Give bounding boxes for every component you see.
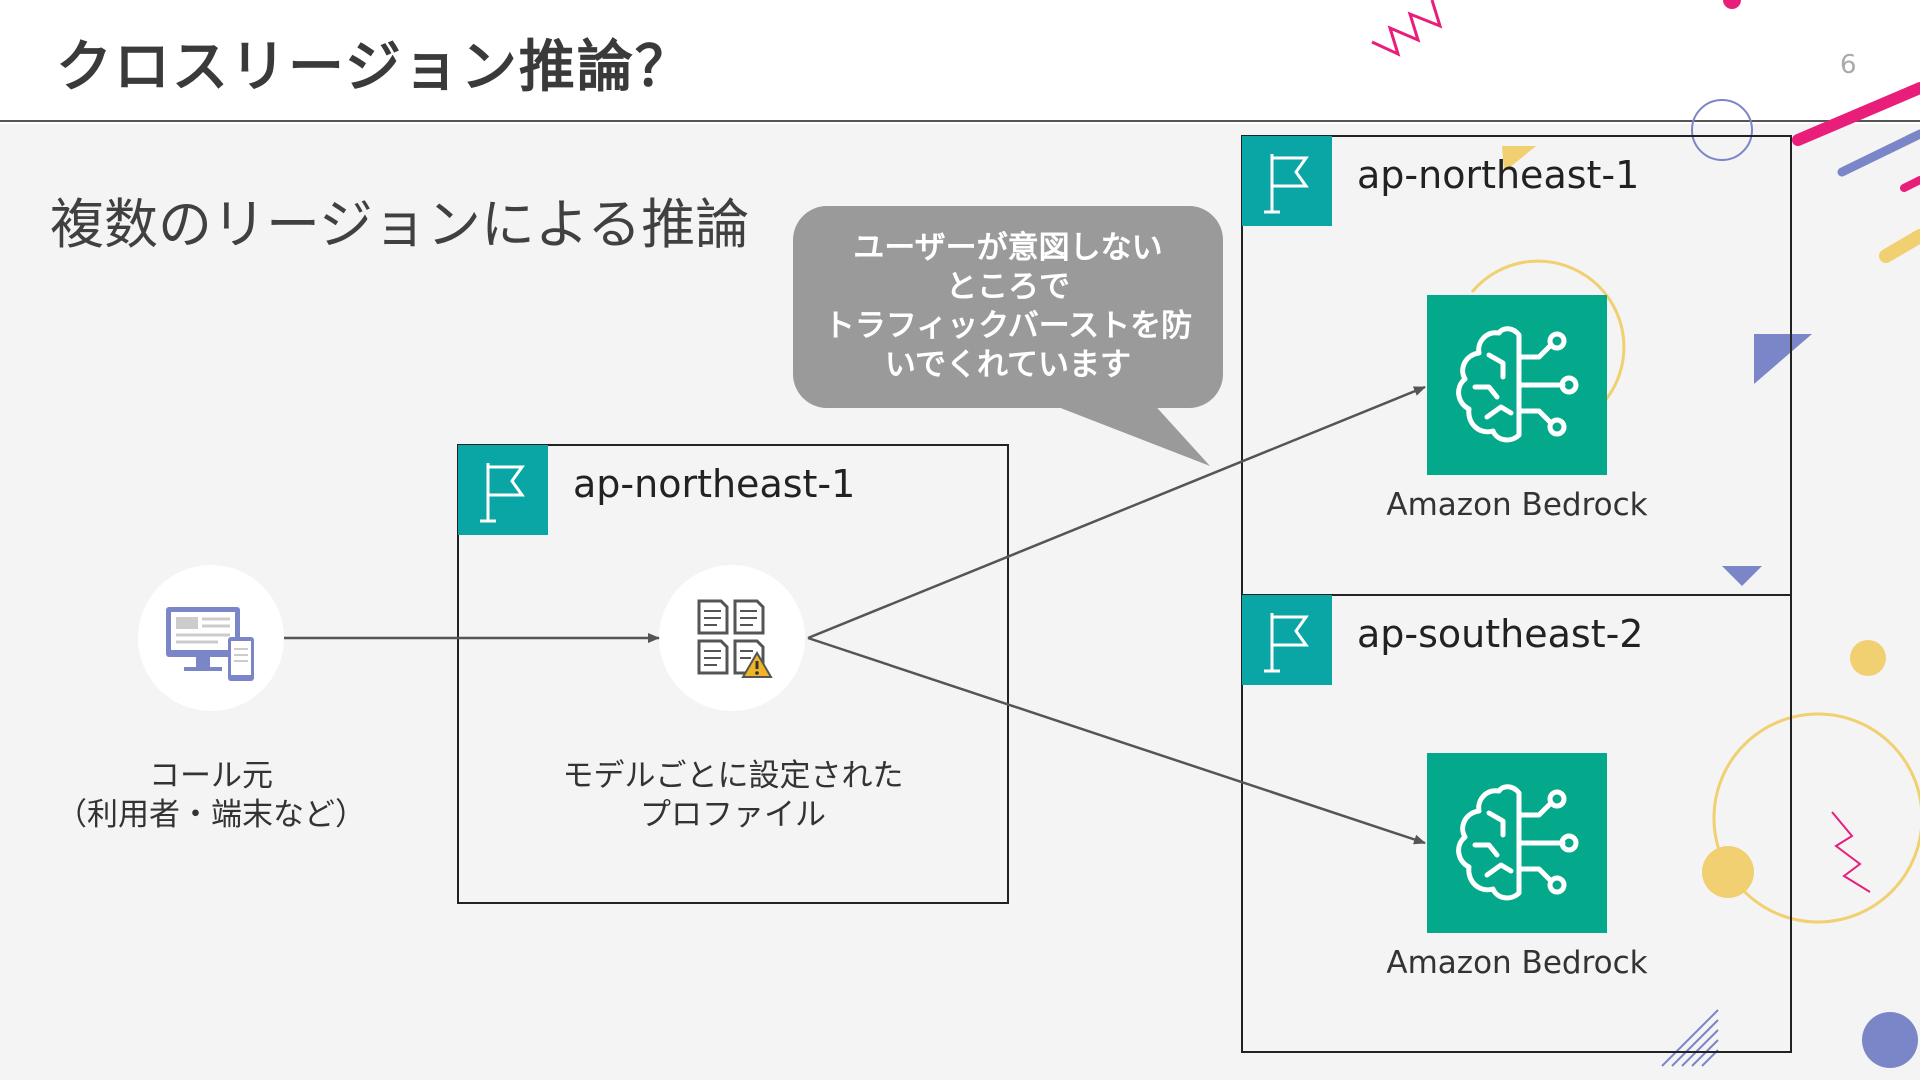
source-region-box: ap-northeast-1	[457, 444, 1009, 904]
page-number: 6	[1840, 50, 1857, 80]
slide-subtitle: 複数のリージョンによる推論	[50, 193, 750, 256]
profile-to-southeast-arrow	[807, 636, 1426, 845]
yellow-arc-decoration	[1470, 259, 1626, 403]
profile-to-northeast-arrow	[807, 385, 1426, 640]
yellow-stroke-decoration	[1879, 229, 1920, 263]
blue-stroke-decoration	[1837, 129, 1920, 177]
pink-squiggle-decoration	[1831, 811, 1871, 893]
blue-small-triangle-decoration	[1722, 566, 1762, 586]
bedrock-brain-icon	[1456, 326, 1579, 443]
caller-icon-circle	[138, 565, 284, 711]
profile-icon-circle	[659, 565, 805, 711]
target-region-box-2: ap-southeast-2	[1241, 594, 1792, 1053]
documents-warning-icon	[697, 599, 773, 678]
hatch-decoration	[1661, 1009, 1719, 1067]
pink-stroke-decoration	[1792, 82, 1920, 146]
bedrock-label-2: Amazon Bedrock	[1386, 945, 1648, 981]
callout-bubble: ユーザーが意図しない ところで トラフィックバーストを防 いでくれています	[793, 206, 1223, 408]
flag-icon	[458, 445, 548, 535]
profile-label: モデルごとに設定された プロファイル	[562, 758, 904, 833]
blue-triangle-decoration	[1754, 334, 1812, 384]
pink-stroke-decoration-2	[1900, 176, 1920, 192]
bedrock-brain-icon	[1456, 784, 1579, 901]
callout-text: ユーザーが意図しない ところで トラフィックバーストを防 いでくれています	[823, 230, 1193, 383]
target-region-name-1: ap-northeast-1	[1357, 153, 1640, 197]
target-region-name-2: ap-southeast-2	[1357, 612, 1644, 656]
bedrock-label-1: Amazon Bedrock	[1386, 487, 1648, 523]
caller-label: コール元 （利用者・端末など）	[56, 758, 366, 833]
slide-title: クロスリージョン推論？	[56, 35, 693, 100]
yellow-triangle-decoration	[1502, 146, 1536, 172]
pink-dot-decoration	[1723, 0, 1741, 9]
yellow-ring-decoration	[1712, 712, 1920, 924]
yellow-dot-decoration	[1850, 640, 1886, 676]
flag-icon	[1242, 595, 1332, 685]
ring-decoration	[1691, 99, 1753, 161]
bedrock-tile-1	[1427, 295, 1607, 475]
blue-dot-decoration	[1862, 1012, 1918, 1068]
bedrock-tile-2	[1427, 753, 1607, 933]
zigzag-decoration	[1371, 0, 1443, 57]
flag-icon	[1242, 136, 1332, 226]
slide-header: クロスリージョン推論？ 6	[0, 0, 1920, 122]
source-region-name: ap-northeast-1	[573, 462, 856, 506]
yellow-big-dot-decoration	[1702, 846, 1754, 898]
devices-icon	[166, 607, 254, 681]
target-region-box-1: ap-northeast-1	[1241, 135, 1792, 596]
